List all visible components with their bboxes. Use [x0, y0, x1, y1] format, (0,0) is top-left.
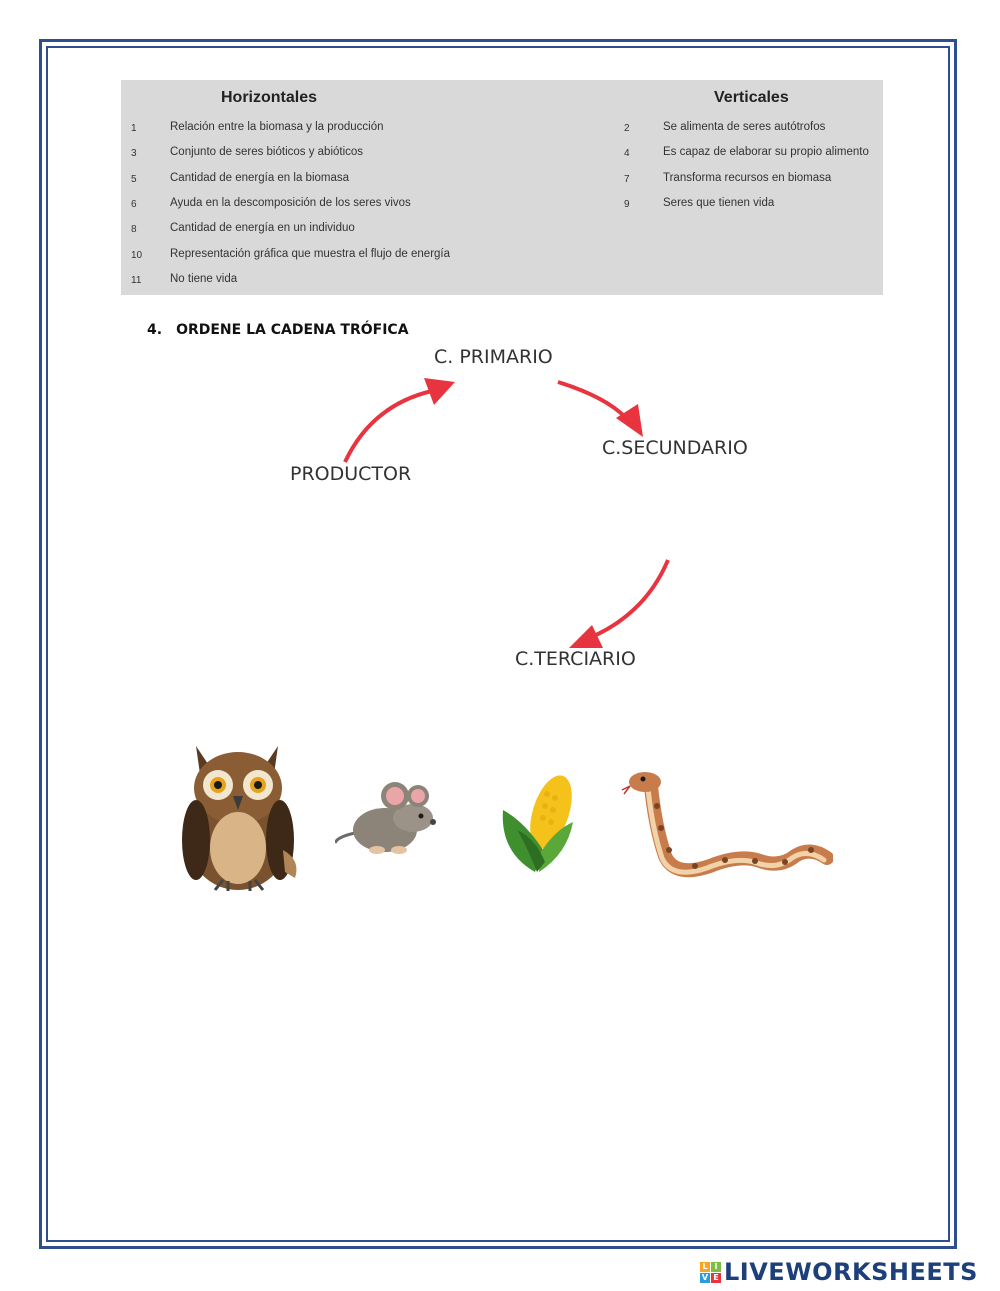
- liveworksheets-logo[interactable]: L I V E LIVEWORKSHEETS: [700, 1258, 978, 1286]
- arrow-primary-to-secondary: [557, 380, 643, 437]
- crossword-clues-panel: Horizontales Verticales 1 Relación entre…: [121, 80, 883, 295]
- snake-icon[interactable]: [615, 766, 833, 882]
- section-title: 4. ORDENE LA CADENA TRÓFICA: [147, 322, 409, 338]
- page-border-inner: [46, 46, 950, 1242]
- section-number: 4.: [147, 322, 163, 338]
- vertical-clues-heading: Verticales: [714, 89, 789, 106]
- page-border-outer: [39, 39, 957, 1249]
- label-producer: PRODUCTOR: [290, 463, 412, 485]
- section-title-text: ORDENE LA CADENA TRÓFICA: [176, 322, 409, 338]
- arrow-producer-to-primary: [343, 378, 455, 463]
- arrow-secondary-to-tertiary: [569, 559, 670, 648]
- label-primary-consumer: C. PRIMARIO: [434, 346, 553, 368]
- label-tertiary-consumer: C.TERCIARIO: [515, 648, 636, 670]
- owl-icon[interactable]: [178, 740, 303, 895]
- horizontal-clues-heading: Horizontales: [221, 89, 318, 106]
- corn-icon[interactable]: [495, 772, 585, 877]
- live-logo-grid: L I V E: [700, 1261, 721, 1283]
- label-secondary-consumer: C.SECUNDARIO: [602, 437, 748, 459]
- brand-name: LIVEWORKSHEETS: [724, 1258, 978, 1286]
- mouse-icon[interactable]: [335, 778, 445, 863]
